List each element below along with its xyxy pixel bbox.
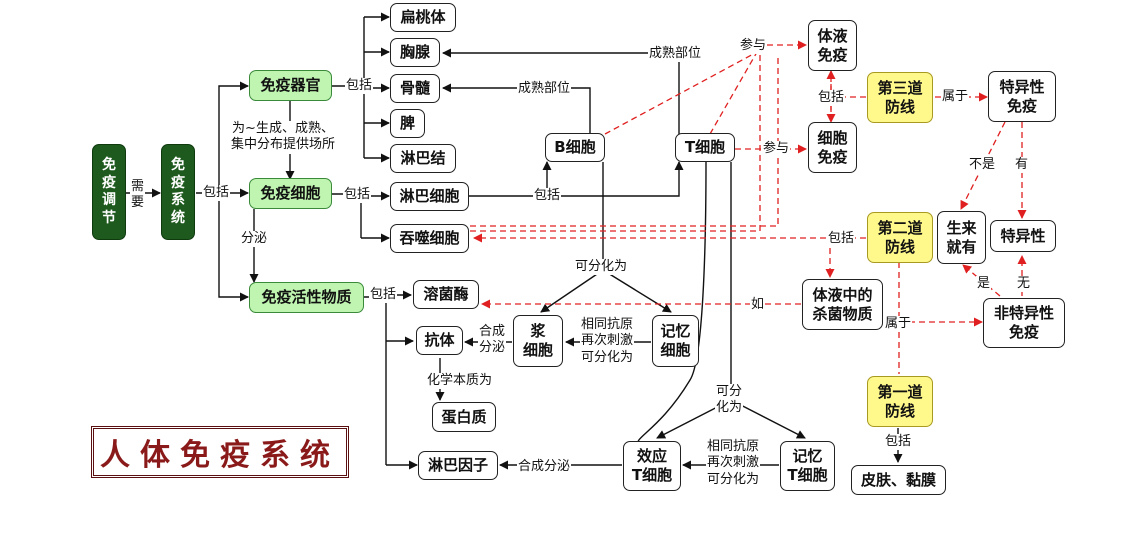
label-like: 如 — [750, 297, 766, 314]
node-protein: 蛋白质 — [432, 402, 496, 432]
node-active-substances: 免疫活性物质 — [249, 282, 364, 313]
label-has: 有 — [1014, 157, 1030, 174]
node-immune-system: 免 疫 系 统 — [161, 144, 195, 240]
label-chemical-nature: 化学本质为 — [426, 373, 494, 390]
diagram-title: 人体免疫系统 — [91, 426, 349, 478]
label-participate-cellular: 参与 — [762, 141, 791, 158]
label-is: 是 — [976, 276, 992, 293]
label-same-antigen-t: 相同抗原 再次刺激 可分化为 — [706, 439, 761, 488]
node-bone-marrow: 骨髓 — [390, 74, 440, 103]
node-immune-organs: 免疫器官 — [249, 70, 332, 101]
label-belong-second: 属于 — [884, 316, 913, 333]
edge-t-effector-curve — [637, 161, 707, 445]
edge-t-memory — [730, 399, 806, 439]
node-thymus: 胸腺 — [390, 38, 440, 67]
label-include-second: 包括 — [827, 231, 856, 248]
node-specificity: 特异性 — [990, 220, 1056, 252]
label-include-cells: 包括 — [343, 187, 372, 204]
label-can-differentiate-b: 可分化为 — [574, 259, 629, 276]
node-lysozyme: 溶菌酶 — [413, 280, 479, 309]
node-memory-cell-b: 记忆 细胞 — [652, 315, 699, 367]
edge-b-humoral — [604, 51, 758, 135]
node-innate: 生来 就有 — [937, 211, 986, 264]
node-cellular-immunity: 细胞 免疫 — [808, 122, 857, 173]
label-secrete: 分泌 — [240, 231, 269, 248]
node-lymphocyte: 淋巴细胞 — [390, 182, 469, 211]
node-bactericidal: 体液中的 杀菌物质 — [802, 279, 883, 330]
node-third-line: 第三道 防线 — [867, 72, 933, 123]
label-include-system: 包括 — [202, 185, 231, 202]
edge-system-organs — [218, 81, 249, 193]
label-include-substances: 包括 — [369, 287, 398, 304]
edge-phago-to-cellular — [470, 52, 761, 232]
label-same-antigen-b: 相同抗原 再次刺激 可分化为 — [580, 317, 635, 366]
node-memory-t: 记忆 T细胞 — [780, 441, 835, 491]
label-synthesize-secrete-ab: 合成 分泌 — [478, 324, 507, 357]
node-tonsil: 扁桃体 — [390, 3, 456, 32]
node-antibody: 抗体 — [416, 326, 463, 355]
edge-system-substances — [218, 193, 249, 302]
node-spleen: 脾 — [390, 109, 425, 138]
node-specific-immunity: 特异性 免疫 — [988, 71, 1056, 122]
node-first-line: 第一道 防线 — [867, 376, 933, 427]
node-skin-mucosa: 皮肤、黏膜 — [851, 465, 946, 495]
label-belong-third: 属于 — [941, 89, 970, 106]
label-need: 需 要 — [130, 179, 146, 212]
edge-lymph-trunk — [469, 161, 684, 197]
node-phagocyte: 吞噬细胞 — [390, 224, 469, 253]
node-plasma-cell: 浆 细胞 — [513, 315, 563, 367]
node-immune-regulation: 免 疫 调 节 — [92, 144, 126, 240]
node-immune-cells: 免疫细胞 — [249, 178, 332, 209]
node-humoral-immunity: 体液 免疫 — [808, 20, 857, 71]
label-site-for: 为~生成、成熟、 集中分布提供场所 — [230, 121, 337, 154]
node-nonspecific-immunity: 非特异性 免疫 — [983, 298, 1065, 348]
edge-t-humoral — [709, 51, 758, 135]
node-lymph-node: 淋巴结 — [390, 144, 456, 173]
label-include-first: 包括 — [884, 434, 913, 451]
label-synthesize-secrete-lk: 合成分泌 — [517, 459, 572, 476]
label-include-third: 包括 — [817, 90, 846, 107]
label-include-organs: 包括 — [345, 78, 374, 95]
edge-b-plasma — [540, 269, 604, 313]
label-include-lymph: 包括 — [533, 188, 562, 205]
node-t-cell: T细胞 — [675, 133, 735, 162]
label-mature-site-b: 成熟部位 — [517, 81, 572, 98]
node-effector-t: 效应 T细胞 — [623, 441, 681, 491]
edge-phago-to-humoral — [470, 58, 779, 227]
label-can-differentiate-t: 可分 化为 — [715, 384, 744, 417]
edge-specific-innate — [960, 121, 1006, 210]
edge-b-marrow — [442, 83, 591, 133]
node-b-cell: B细胞 — [545, 133, 605, 162]
node-second-line: 第二道 防线 — [867, 212, 933, 263]
label-participate-humoral: 参与 — [739, 38, 768, 55]
label-without: 无 — [1016, 276, 1032, 293]
label-mature-site-t: 成熟部位 — [648, 46, 703, 63]
edge-b-memory — [602, 269, 672, 313]
label-not-is: 不是 — [968, 157, 997, 174]
node-lymphokine: 淋巴因子 — [418, 451, 498, 480]
